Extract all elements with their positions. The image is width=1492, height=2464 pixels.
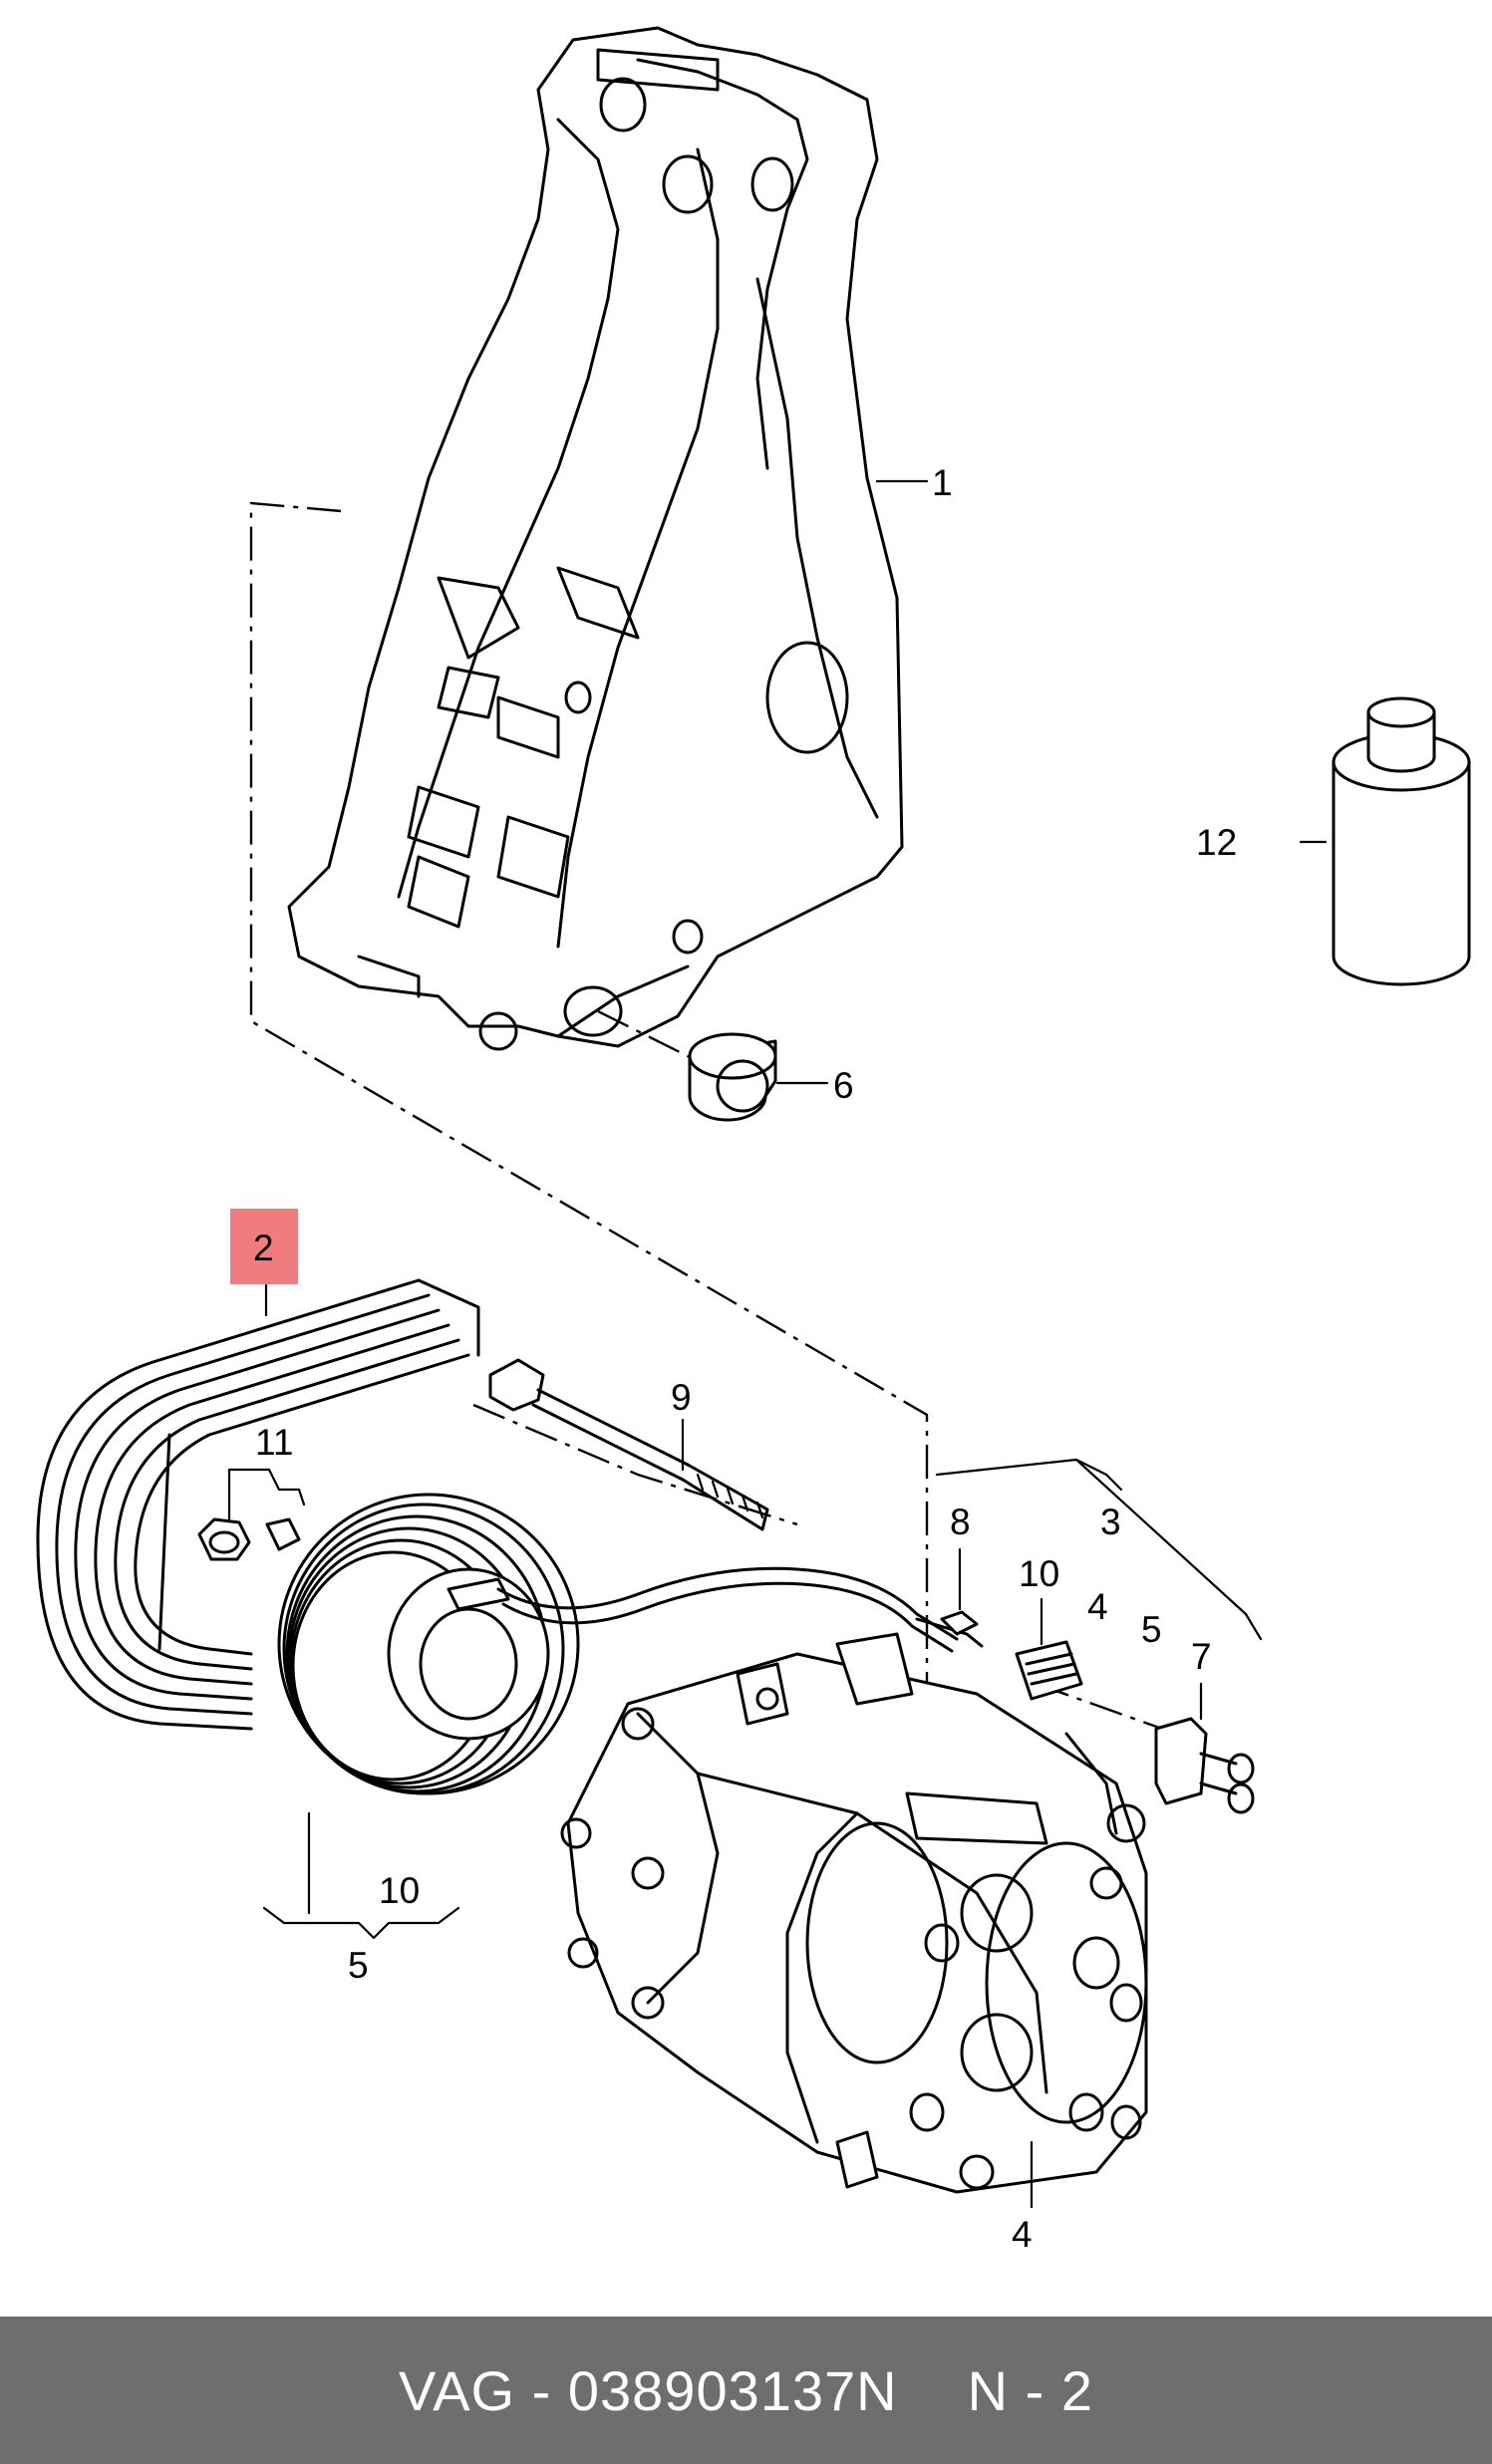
assembly-line	[597, 1009, 699, 1063]
oil-can	[1299, 696, 1471, 986]
parts-diagram: 1 2 3 4 4 5 5 6 7 8 9 10 10 11 12	[36, 26, 1471, 2255]
callout-5-right: 5	[1141, 1609, 1162, 1650]
pulley	[262, 1493, 580, 1940]
callout-10-left: 10	[379, 1870, 420, 1911]
callout-7: 7	[1191, 1636, 1212, 1677]
mounting-bracket	[287, 26, 904, 1051]
nut-and-key	[197, 1468, 306, 1561]
callout-10-right: 10	[1019, 1553, 1059, 1594]
callout-12: 12	[1196, 822, 1237, 863]
callout-5-left: 5	[348, 1945, 369, 1986]
assembly-line	[249, 501, 929, 1704]
callout-3: 3	[1100, 1502, 1121, 1542]
callout-11: 11	[255, 1422, 293, 1463]
coil-wire	[496, 1566, 959, 1641]
diagram-position: N - 2	[967, 2358, 1093, 2422]
callout-6: 6	[833, 1065, 854, 1106]
part-number: VAG - 038903137N	[399, 2358, 898, 2422]
callout-4-bottom: 4	[1012, 2214, 1033, 2255]
ribbed-belt	[36, 1278, 480, 1731]
callout-1: 1	[932, 462, 953, 503]
sensor-and-plugs	[915, 1458, 1263, 1814]
compressor	[560, 1632, 1148, 2209]
callout-9: 9	[671, 1377, 692, 1418]
bushing	[688, 1032, 829, 1122]
highlight-box	[230, 1209, 298, 1284]
callout-4-top: 4	[1087, 1586, 1108, 1627]
assembly-line	[472, 1403, 798, 1526]
assembly-line	[1036, 1682, 1177, 1736]
callout-8: 8	[950, 1502, 971, 1542]
bolt	[488, 1358, 769, 1531]
callout-2: 2	[253, 1228, 274, 1268]
footer-bar: VAG - 038903137N N - 2	[0, 2317, 1492, 2464]
